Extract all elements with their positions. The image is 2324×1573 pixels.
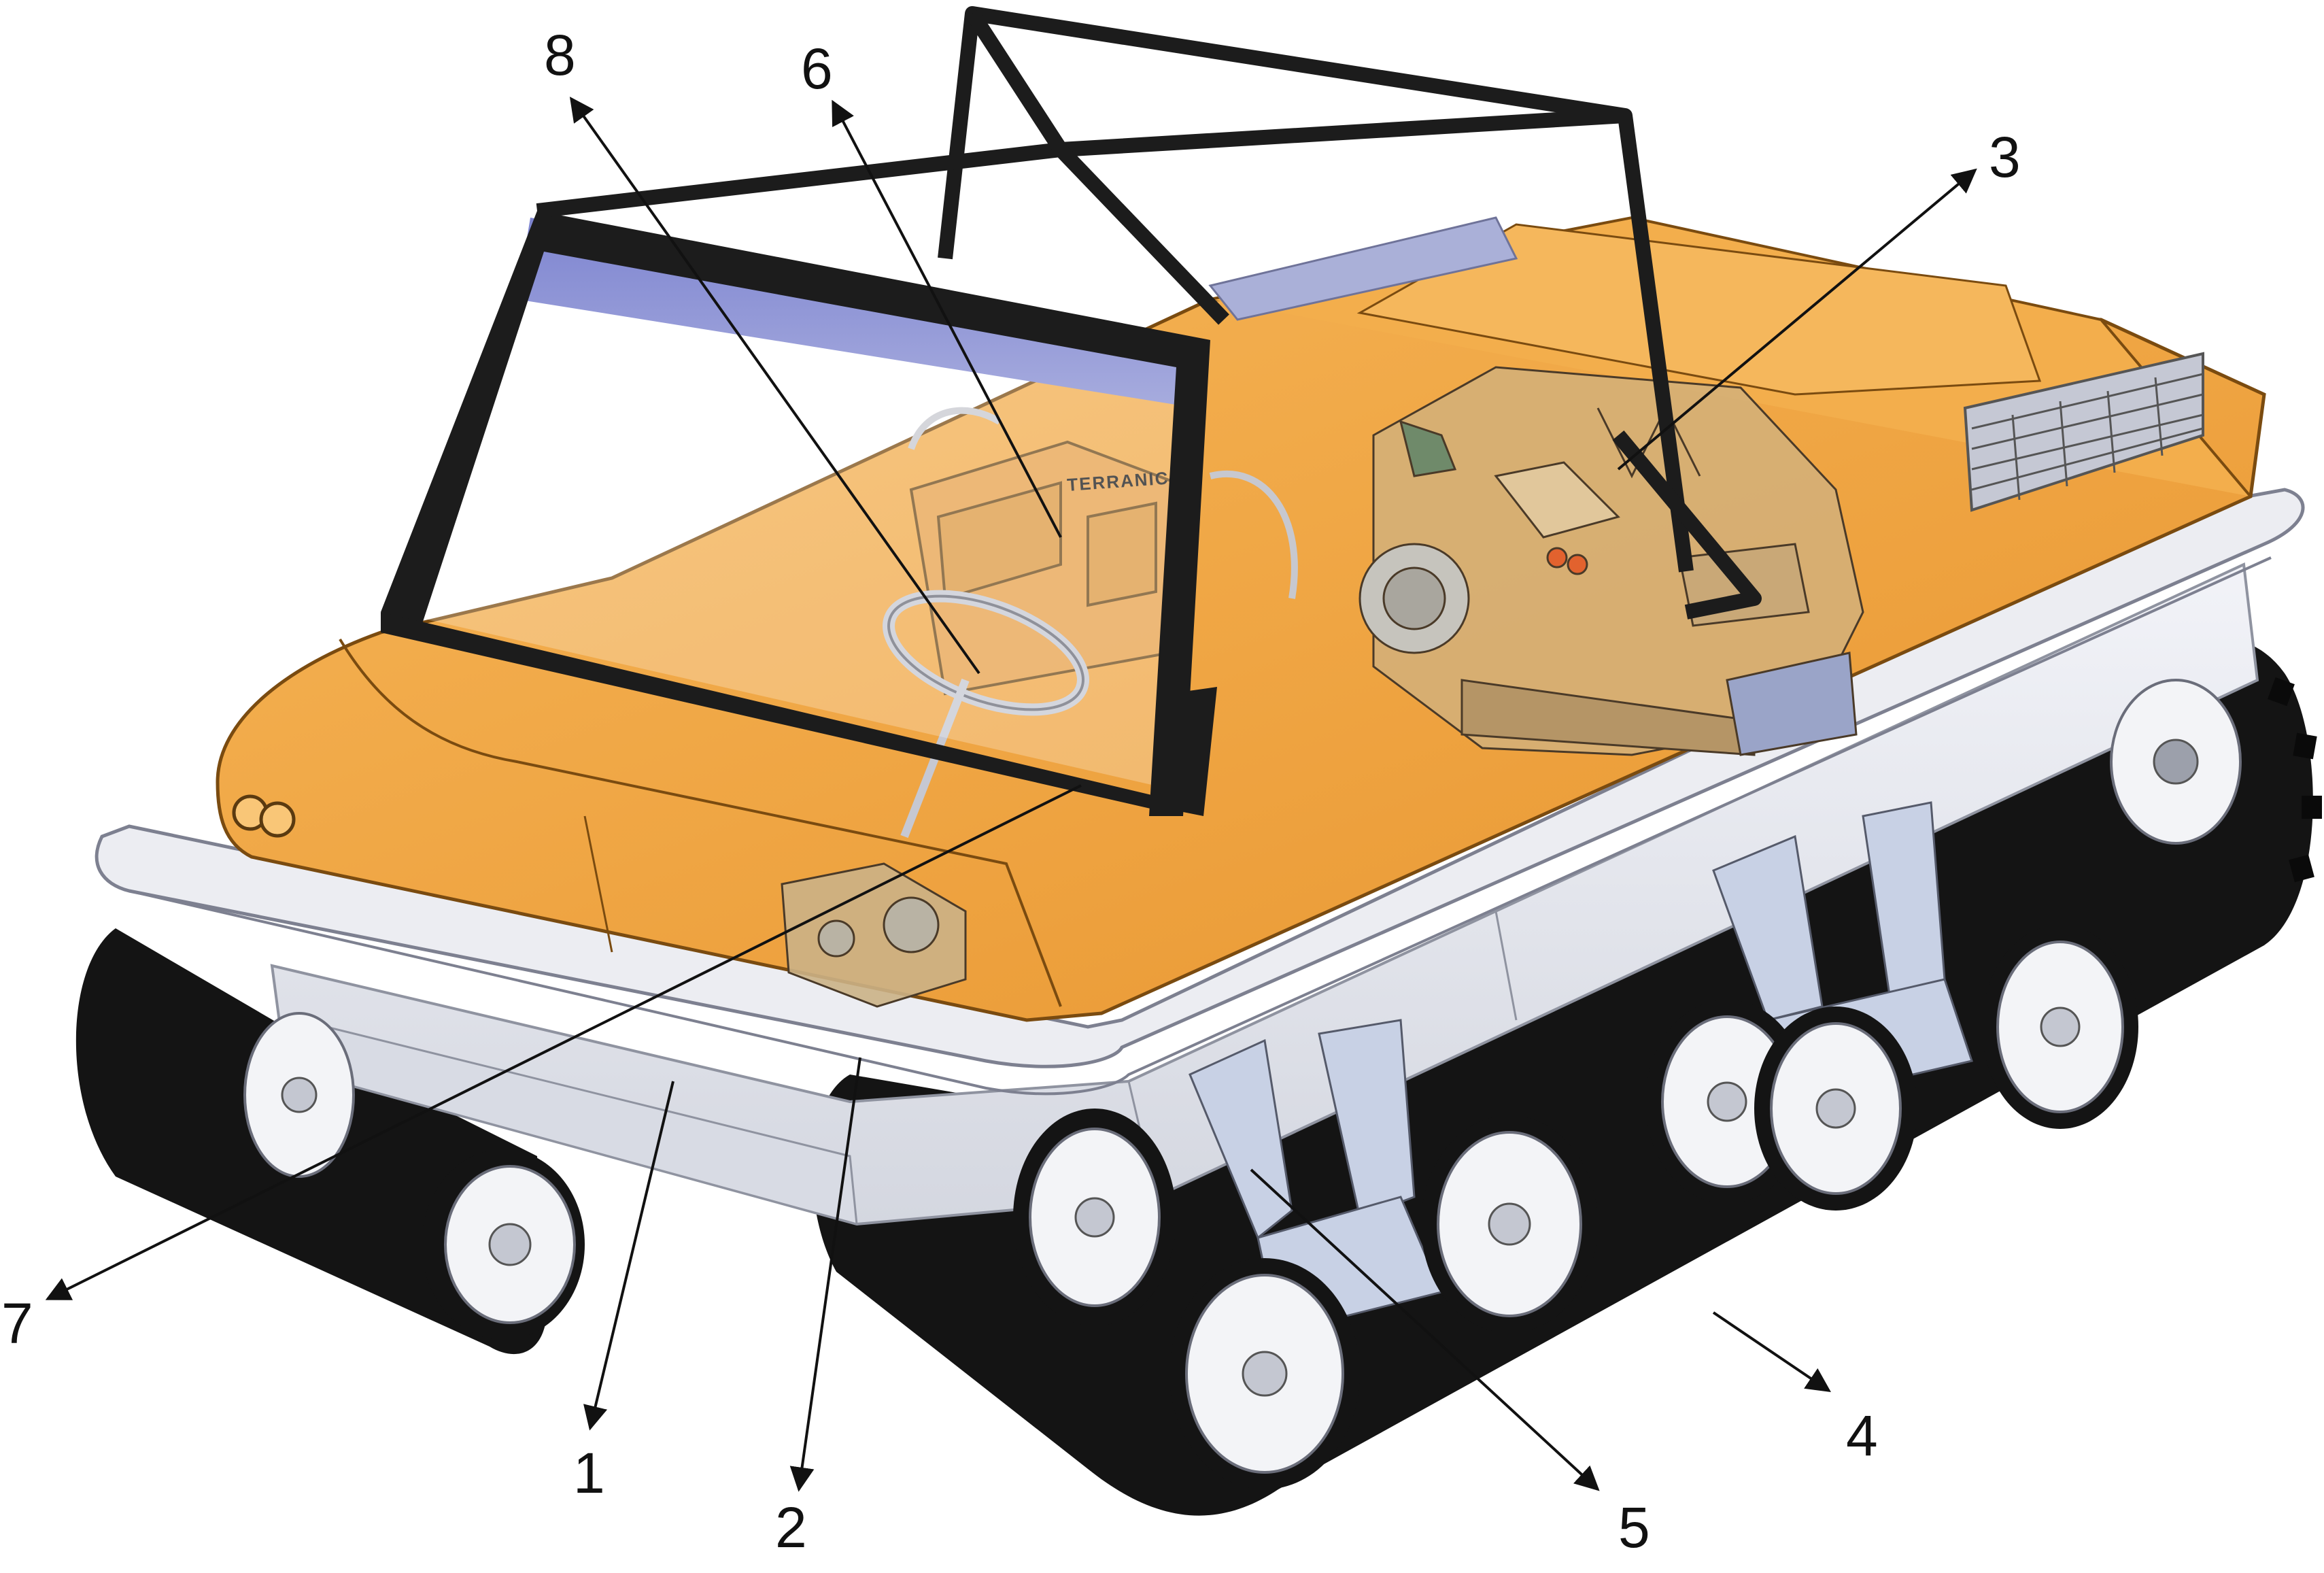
leader-1 — [583, 1081, 674, 1431]
callout-label-5: 5 — [1618, 1495, 1650, 1559]
road-wheel — [422, 1149, 585, 1340]
rear-vent-grille — [1963, 352, 2204, 512]
road-wheel — [1013, 1109, 1176, 1326]
leader-6 — [832, 99, 1062, 538]
callout-label-8: 8 — [544, 23, 576, 87]
gunwale — [95, 488, 2305, 1096]
seat: TERRANICA — [908, 407, 1298, 696]
engine — [1358, 366, 1864, 756]
road-wheel — [1169, 1258, 1360, 1489]
roll-bar — [536, 6, 1762, 620]
callout-labels: 1 2 3 4 5 6 7 8 — [1, 23, 2021, 1559]
leader-7 — [45, 784, 1082, 1300]
callout-label-6: 6 — [801, 37, 833, 101]
headlights — [232, 794, 296, 838]
leader-5 — [1250, 1168, 1600, 1491]
callout-label-2: 2 — [775, 1495, 807, 1559]
leader-4 — [1712, 1311, 1831, 1393]
callout-leaders — [45, 97, 1977, 1492]
steering-gear — [781, 862, 967, 1008]
road-wheel — [1754, 1007, 1917, 1211]
leader-2 — [789, 1057, 861, 1492]
road-wheel — [1421, 1115, 1598, 1333]
road-wheel — [243, 1012, 355, 1178]
road-wheels — [243, 679, 2242, 1489]
callout-label-4: 4 — [1846, 1404, 1878, 1468]
callout-label-1: 1 — [573, 1441, 605, 1505]
road-wheel — [1982, 925, 2138, 1129]
leader-8 — [569, 97, 980, 675]
drive-sprocket — [2110, 679, 2242, 845]
right-track — [812, 637, 2322, 1516]
leader-3 — [1617, 168, 1977, 471]
callout-label-3: 3 — [1989, 125, 2021, 189]
callout-label-7: 7 — [1, 1291, 33, 1355]
